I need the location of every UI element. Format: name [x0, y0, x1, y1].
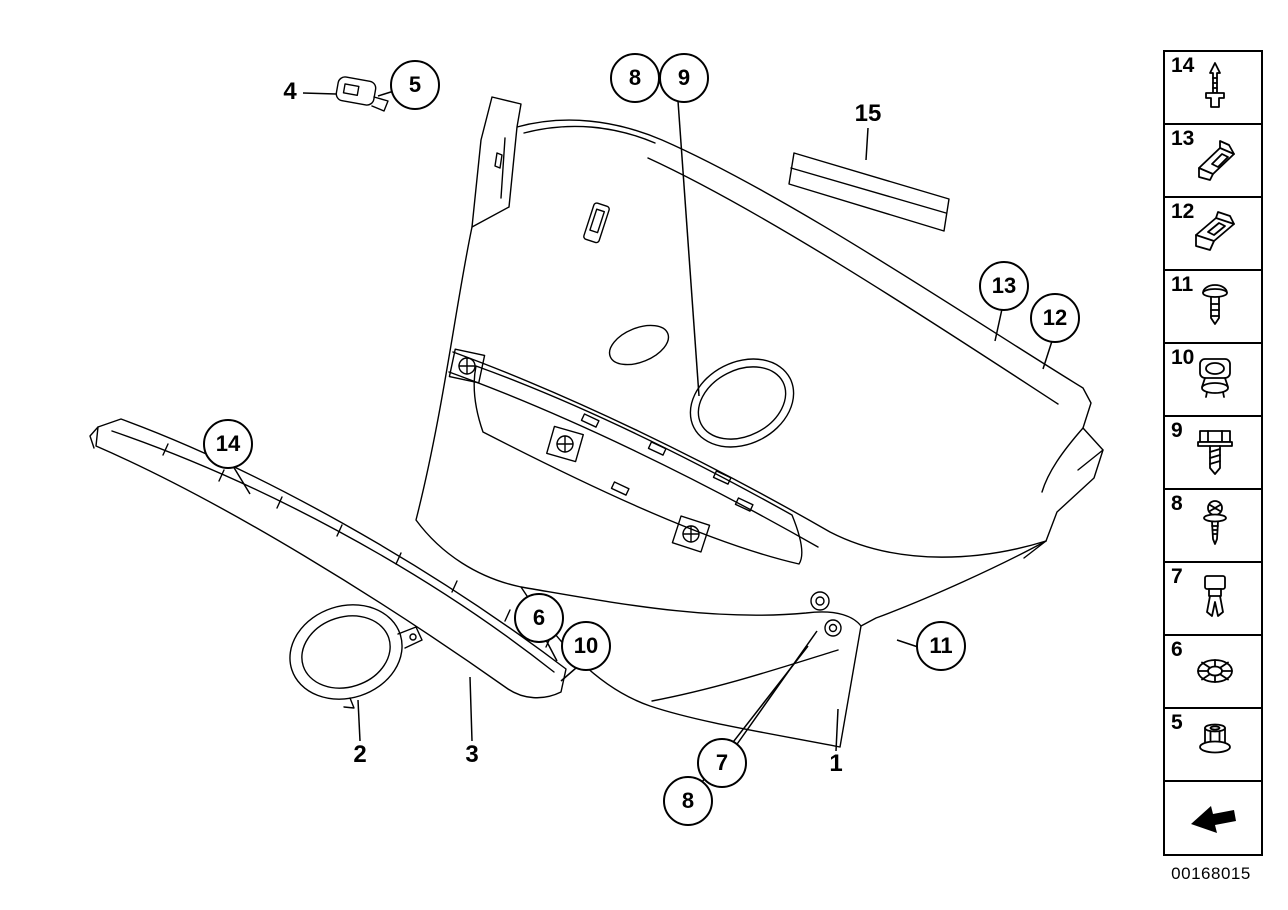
part-number-label: 00168015	[1171, 864, 1251, 883]
legend-item-14[interactable]: 14	[1165, 52, 1261, 125]
callout-10-bubble[interactable]: 10	[561, 621, 611, 671]
legend-item-6[interactable]: 6	[1165, 636, 1261, 709]
legend-item-11[interactable]: 11	[1165, 271, 1261, 344]
legend-number: 12	[1171, 200, 1195, 223]
shelf-strip-drawing	[788, 152, 950, 232]
legend-number: 11	[1171, 273, 1194, 296]
legend-item-7[interactable]: 7	[1165, 563, 1261, 636]
callout-4-label[interactable]: 4	[283, 78, 297, 105]
speaker-grille-drawing	[289, 604, 423, 709]
legend-number: 9	[1171, 419, 1183, 442]
legend-sidebar: 14 13 12	[1163, 50, 1263, 856]
trim-strip-drawing	[89, 418, 567, 699]
callout-2-label[interactable]: 2	[353, 741, 367, 768]
screw-washer-icon	[1203, 500, 1227, 545]
callout-5-bubble[interactable]: 5	[390, 60, 440, 110]
callout-13-bubble[interactable]: 13	[979, 261, 1029, 311]
legend-item-13[interactable]: 13	[1165, 125, 1261, 198]
callout-7-bubble[interactable]: 7	[697, 738, 747, 788]
legend-item-5[interactable]: 5	[1165, 709, 1261, 782]
clip-drawing	[335, 76, 389, 112]
callout-8-bottom-bubble[interactable]: 8	[663, 776, 713, 826]
legend-item-10[interactable]: 10	[1165, 344, 1261, 417]
grommet-nut-icon	[1199, 358, 1231, 398]
callout-9-bubble[interactable]: 9	[659, 53, 709, 103]
callout-6-bubble[interactable]: 6	[514, 593, 564, 643]
legend-number: 6	[1171, 638, 1183, 661]
direction-arrow-icon	[1191, 806, 1236, 833]
spring-clip-icon	[1198, 140, 1235, 181]
callout-11-bubble[interactable]: 11	[916, 621, 966, 671]
lock-washer-icon	[1197, 659, 1233, 683]
callout-12-bubble[interactable]: 12	[1030, 293, 1080, 343]
mounting-clip-icon	[1195, 211, 1235, 251]
callout-8-top-bubble[interactable]: 8	[610, 53, 660, 103]
legend-number: 5	[1171, 711, 1183, 734]
legend-number: 8	[1171, 492, 1183, 515]
legend-item-12[interactable]: 12	[1165, 198, 1261, 271]
callout-15-label[interactable]: 15	[854, 100, 882, 127]
legend-number: 14	[1171, 54, 1195, 77]
legend-number: 7	[1171, 565, 1183, 588]
legend-number: 13	[1171, 127, 1195, 150]
direction-arrow-box	[1165, 782, 1261, 854]
expansion-clip-icon	[1204, 575, 1226, 617]
flange-nut-icon	[1199, 723, 1231, 754]
callout-1-label[interactable]: 1	[829, 750, 843, 777]
legend-item-9[interactable]: 9	[1165, 417, 1261, 490]
leader-lines	[232, 90, 1053, 783]
trim-panel-drawing	[415, 96, 1104, 748]
push-rivet-icon	[1202, 284, 1228, 325]
legend-number: 10	[1171, 346, 1195, 369]
legend-item-8[interactable]: 8	[1165, 490, 1261, 563]
callout-14-bubble[interactable]: 14	[203, 419, 253, 469]
hex-bolt-icon	[1197, 430, 1233, 475]
expanding-rivet-icon	[1205, 62, 1225, 108]
callout-3-label[interactable]: 3	[465, 741, 479, 768]
